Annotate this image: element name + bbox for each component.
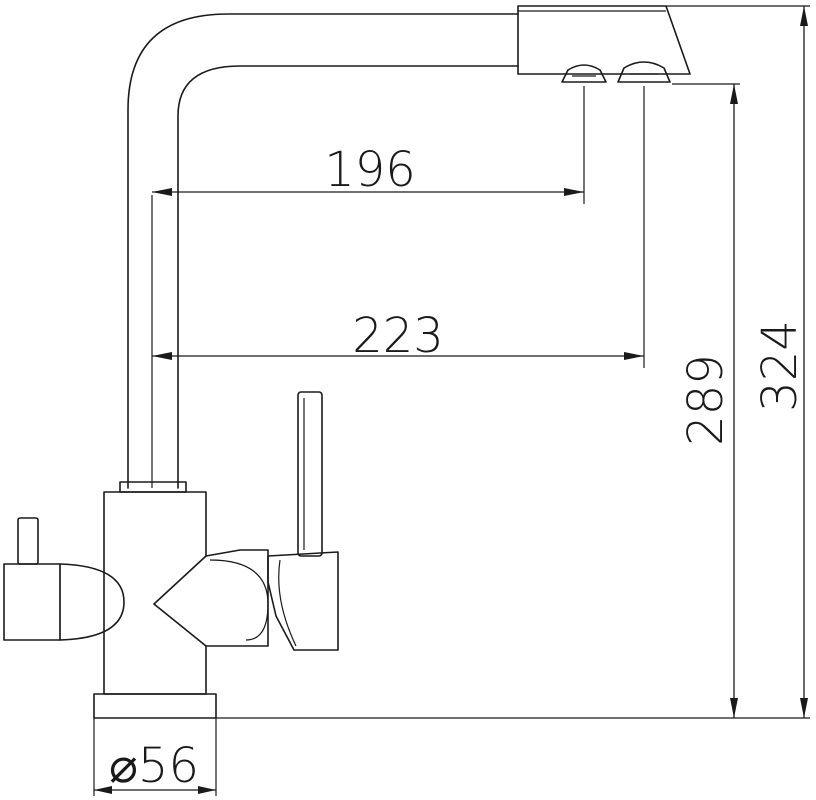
dimension-196: 196 [152, 86, 585, 204]
dimension-label-223: 223 [352, 308, 444, 364]
main-body [103, 491, 269, 695]
arrow-196-right [564, 188, 584, 196]
left-handle-lever [17, 517, 39, 565]
arrow-324-bottom [800, 698, 808, 718]
right-valve-notch [153, 555, 207, 647]
left-valve-dome [59, 563, 125, 641]
dimension-diameter-56: ⌀56 [93, 718, 217, 796]
arrow-223-left [152, 352, 172, 360]
dimension-324: 324 [216, 5, 810, 719]
dimension-223: 223 [152, 86, 645, 368]
right-valve-inner-curve [209, 559, 269, 641]
right-handle-housing [267, 551, 339, 651]
outlet-nozzle-1 [561, 64, 607, 83]
dimension-label-324: 324 [752, 320, 808, 412]
outlet-nozzle-2 [617, 61, 671, 83]
arrow-56-left [94, 786, 112, 794]
arrow-289-bottom [730, 698, 738, 718]
spout-outer-contour [127, 13, 519, 489]
right-handle-housing-inner [278, 559, 297, 647]
dimension-label-56: ⌀56 [109, 738, 199, 794]
faucet-body [59, 481, 269, 719]
spout-head [517, 5, 691, 83]
right-handle-lever [297, 391, 323, 557]
spout-inner-contour [177, 65, 519, 489]
spout [127, 13, 519, 489]
arrow-324-top [800, 6, 808, 26]
arrow-289-top [730, 84, 738, 104]
spout-collar [119, 481, 187, 493]
left-valve [3, 517, 61, 641]
arrow-223-right [624, 352, 644, 360]
base-plate [93, 693, 217, 719]
left-valve-block [3, 563, 61, 641]
arrow-56-right [198, 786, 216, 794]
spout-head-body [517, 5, 691, 75]
dimension-label-196: 196 [324, 142, 416, 198]
dimension-289: 289 [672, 83, 740, 718]
right-valve [267, 391, 339, 651]
arrow-196-left [152, 188, 172, 196]
dimension-label-289: 289 [678, 354, 734, 446]
